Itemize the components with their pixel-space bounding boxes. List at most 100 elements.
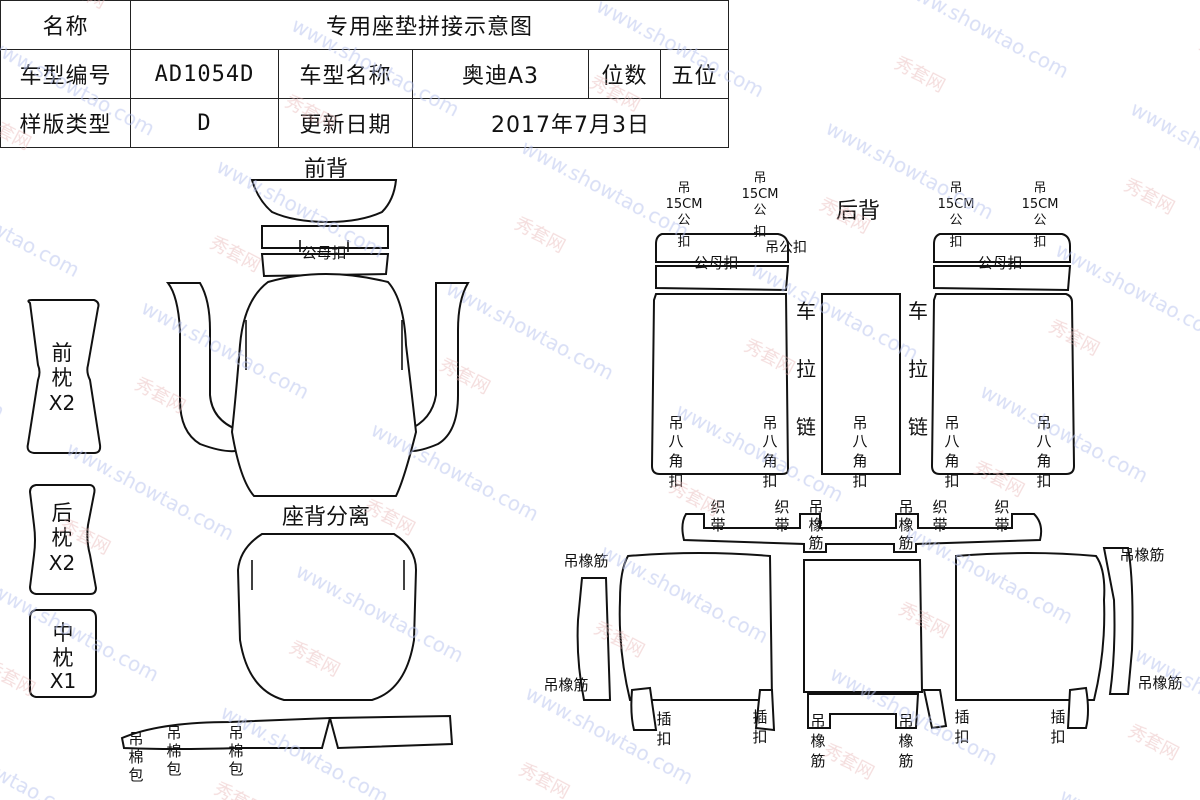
svg-text:带: 带 bbox=[932, 516, 947, 534]
cotton-bag-label-3a: 吊 bbox=[228, 724, 243, 742]
rear-hang-15cm-3c: 公 bbox=[949, 213, 962, 228]
svg-text:插: 插 bbox=[656, 710, 671, 728]
zipper-left-3: 链 bbox=[796, 415, 816, 439]
zipper-right-3: 链 bbox=[908, 415, 928, 439]
front-back-title: 前背 bbox=[304, 157, 348, 182]
seat-cushion-piece bbox=[236, 533, 418, 701]
seat-back-separate-title: 座背分离 bbox=[282, 505, 370, 530]
svg-text:吊: 吊 bbox=[852, 414, 867, 432]
mid-pillow-label-2: 枕 bbox=[53, 646, 74, 670]
svg-text:吊: 吊 bbox=[668, 414, 683, 432]
svg-text:插: 插 bbox=[1050, 708, 1065, 726]
svg-text:八: 八 bbox=[668, 432, 683, 450]
seat-cover-pattern-diagram: 前 枕 X2 后 枕 X2 中 枕 X1 前背 公母扣 座背分离 bbox=[26, 157, 1183, 784]
rear-left-mf-buckle-label: 公母扣 bbox=[693, 254, 738, 272]
svg-text:吊: 吊 bbox=[1036, 414, 1051, 432]
svg-text:吊: 吊 bbox=[808, 498, 823, 516]
svg-text:扣: 扣 bbox=[944, 472, 959, 490]
rear-hang-15cm-2c: 公 bbox=[753, 203, 766, 218]
rear-hang-15cm-4a: 吊 bbox=[1033, 181, 1046, 196]
rear-hang-15cm-2a: 吊 bbox=[753, 171, 766, 186]
rear-pillow: 后 枕 X2 bbox=[28, 484, 98, 595]
front-mf-buckle-label: 公母扣 bbox=[301, 244, 346, 262]
woven-strap-band: 织带 织带 织带 织带 吊橡筋 吊橡筋 bbox=[681, 498, 1043, 553]
front-back-main-panel bbox=[230, 273, 418, 497]
svg-text:扣: 扣 bbox=[752, 728, 767, 746]
svg-text:带: 带 bbox=[774, 516, 789, 534]
svg-text:织: 织 bbox=[774, 498, 789, 516]
mid-pillow-label-3: X1 bbox=[50, 669, 76, 693]
rear-hang-male-buckle: 吊公扣 bbox=[765, 240, 807, 256]
rear-pillow-label-2: 枕 bbox=[52, 526, 73, 550]
svg-text:橡: 橡 bbox=[810, 732, 825, 750]
template-type-value: D bbox=[130, 98, 279, 148]
svg-text:橡: 橡 bbox=[808, 516, 823, 534]
svg-text:筋: 筋 bbox=[810, 752, 825, 770]
rear-hang-15cm-1c: 公 bbox=[677, 213, 690, 228]
rear-hang-15cm-3b: 15CM bbox=[938, 197, 975, 212]
cotton-bag-label-1a: 吊 bbox=[128, 730, 143, 748]
rear-hang-15cm-4c: 公 bbox=[1033, 213, 1046, 228]
rear-hang-15cm-2d: 扣 bbox=[753, 225, 766, 240]
svg-text:吊: 吊 bbox=[944, 414, 959, 432]
rear-right-mf-buckle-label: 公母扣 bbox=[977, 254, 1022, 272]
cotton-bag-label-2a: 吊 bbox=[166, 724, 181, 742]
template-type-label: 样版类型 bbox=[0, 98, 131, 148]
svg-text:织: 织 bbox=[932, 498, 947, 516]
svg-text:角: 角 bbox=[762, 452, 777, 470]
rear-hang-15cm-2b: 15CM bbox=[742, 187, 779, 202]
hang-elastic-right-top: 吊橡筋 bbox=[1119, 546, 1164, 564]
rear-pillow-label-1: 后 bbox=[52, 501, 73, 525]
rear-pillow-label-3: X2 bbox=[49, 551, 75, 575]
rear-left-headrest-strips: 公母扣 吊 15CM 公 扣 吊 15CM 公 扣 吊公扣 bbox=[655, 171, 807, 292]
update-date-label: 更新日期 bbox=[278, 98, 413, 148]
svg-text:八: 八 bbox=[1036, 432, 1051, 450]
info-table: 名称 专用座垫拼接示意图 车型编号 AD1054D 车型名称 奥迪A3 位数 五… bbox=[0, 0, 730, 148]
svg-text:扣: 扣 bbox=[852, 472, 867, 490]
svg-text:橡: 橡 bbox=[898, 516, 913, 534]
svg-text:扣: 扣 bbox=[656, 730, 671, 748]
cotton-bag-label-3c: 包 bbox=[228, 760, 243, 778]
svg-text:角: 角 bbox=[852, 452, 867, 470]
model-code-label: 车型编号 bbox=[0, 49, 131, 99]
front-pillow-label-3: X2 bbox=[49, 391, 75, 415]
rear-hang-15cm-3d: 扣 bbox=[949, 235, 962, 250]
rear-hang-15cm-1d: 扣 bbox=[677, 235, 690, 250]
svg-text:扣: 扣 bbox=[954, 728, 969, 746]
seats-label: 位数 bbox=[588, 49, 661, 99]
mid-pillow: 中 枕 X1 bbox=[29, 609, 97, 698]
svg-text:筋: 筋 bbox=[898, 752, 913, 770]
cotton-bag-label-2b: 棉 bbox=[166, 742, 181, 760]
svg-text:八: 八 bbox=[852, 432, 867, 450]
zipper-right-2: 拉 bbox=[908, 357, 928, 381]
zipper-left-2: 拉 bbox=[796, 357, 816, 381]
front-pillow-label-1: 前 bbox=[52, 341, 73, 365]
hang-elastic-left-bottom: 吊橡筋 bbox=[543, 676, 588, 694]
hang-elastic-left-top: 吊橡筋 bbox=[563, 552, 608, 570]
rear-right-headrest-strips: 公母扣 吊 15CM 公 扣 吊 15CM 公 扣 bbox=[933, 181, 1072, 292]
seats-value: 五位 bbox=[659, 49, 730, 99]
svg-text:带: 带 bbox=[710, 516, 725, 534]
cotton-bag-label-1b: 棉 bbox=[128, 748, 143, 766]
rear-back-title: 后背 bbox=[836, 199, 880, 224]
rear-hang-15cm-4b: 15CM bbox=[1022, 197, 1059, 212]
model-name-label: 车型名称 bbox=[278, 49, 413, 99]
hang-elastic-right-bottom: 吊橡筋 bbox=[1137, 674, 1182, 692]
model-name-value: 奥迪A3 bbox=[412, 49, 589, 99]
name-value: 专用座垫拼接示意图 bbox=[129, 0, 730, 50]
svg-text:带: 带 bbox=[994, 516, 1009, 534]
rear-hang-15cm-4d: 扣 bbox=[1033, 235, 1046, 250]
hang-cotton-bag-strips: 吊 棉 包 吊 棉 包 吊 棉 包 bbox=[120, 714, 454, 784]
rear-hang-15cm-1a: 吊 bbox=[677, 181, 690, 196]
svg-text:织: 织 bbox=[994, 498, 1009, 516]
model-code-value: AD1054D bbox=[130, 49, 279, 99]
svg-text:橡: 橡 bbox=[898, 732, 913, 750]
cotton-bag-label-2c: 包 bbox=[166, 760, 181, 778]
update-date-value: 2017年7月3日 bbox=[411, 98, 730, 148]
cotton-bag-label-3b: 棉 bbox=[228, 742, 243, 760]
svg-text:插: 插 bbox=[752, 708, 767, 726]
front-pillow-label-2: 枕 bbox=[52, 366, 73, 390]
svg-text:吊: 吊 bbox=[898, 712, 913, 730]
svg-text:扣: 扣 bbox=[1036, 472, 1051, 490]
